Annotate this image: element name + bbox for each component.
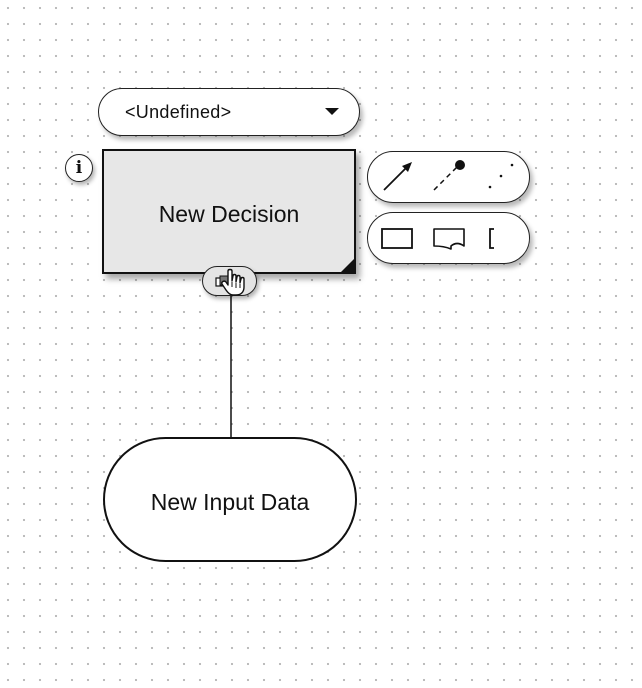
document-shape-tool[interactable] bbox=[424, 213, 474, 263]
decision-node[interactable]: New Decision bbox=[102, 149, 356, 274]
resize-handle[interactable] bbox=[341, 259, 354, 272]
document-shape-icon bbox=[433, 228, 465, 250]
rectangle-icon bbox=[381, 228, 413, 249]
connection-palette bbox=[367, 151, 530, 203]
info-button[interactable]: i bbox=[65, 154, 93, 182]
type-select-value: <Undefined> bbox=[125, 102, 232, 122]
info-icon: i bbox=[75, 158, 83, 178]
bracket-tool[interactable] bbox=[476, 213, 526, 263]
dashed-line-dot-icon bbox=[433, 160, 465, 191]
hand-pointer-icon bbox=[221, 268, 245, 296]
caret-down-icon bbox=[325, 108, 339, 115]
connector-handle[interactable] bbox=[202, 266, 257, 296]
dotted-line-tool[interactable] bbox=[476, 152, 526, 202]
bracket-icon bbox=[489, 228, 494, 249]
arrow-tool[interactable] bbox=[372, 152, 422, 202]
arrow-icon bbox=[383, 162, 412, 191]
rectangle-tool[interactable] bbox=[372, 213, 422, 263]
shape-palette bbox=[367, 212, 530, 264]
decision-type-select[interactable]: <Undefined> bbox=[98, 88, 360, 136]
dashed-line-tool[interactable] bbox=[424, 152, 474, 202]
input-data-node[interactable]: New Input Data bbox=[103, 437, 357, 562]
decision-label: New Decision bbox=[158, 201, 300, 227]
input-data-label: New Input Data bbox=[150, 489, 310, 515]
dotted-line-icon bbox=[488, 163, 514, 189]
